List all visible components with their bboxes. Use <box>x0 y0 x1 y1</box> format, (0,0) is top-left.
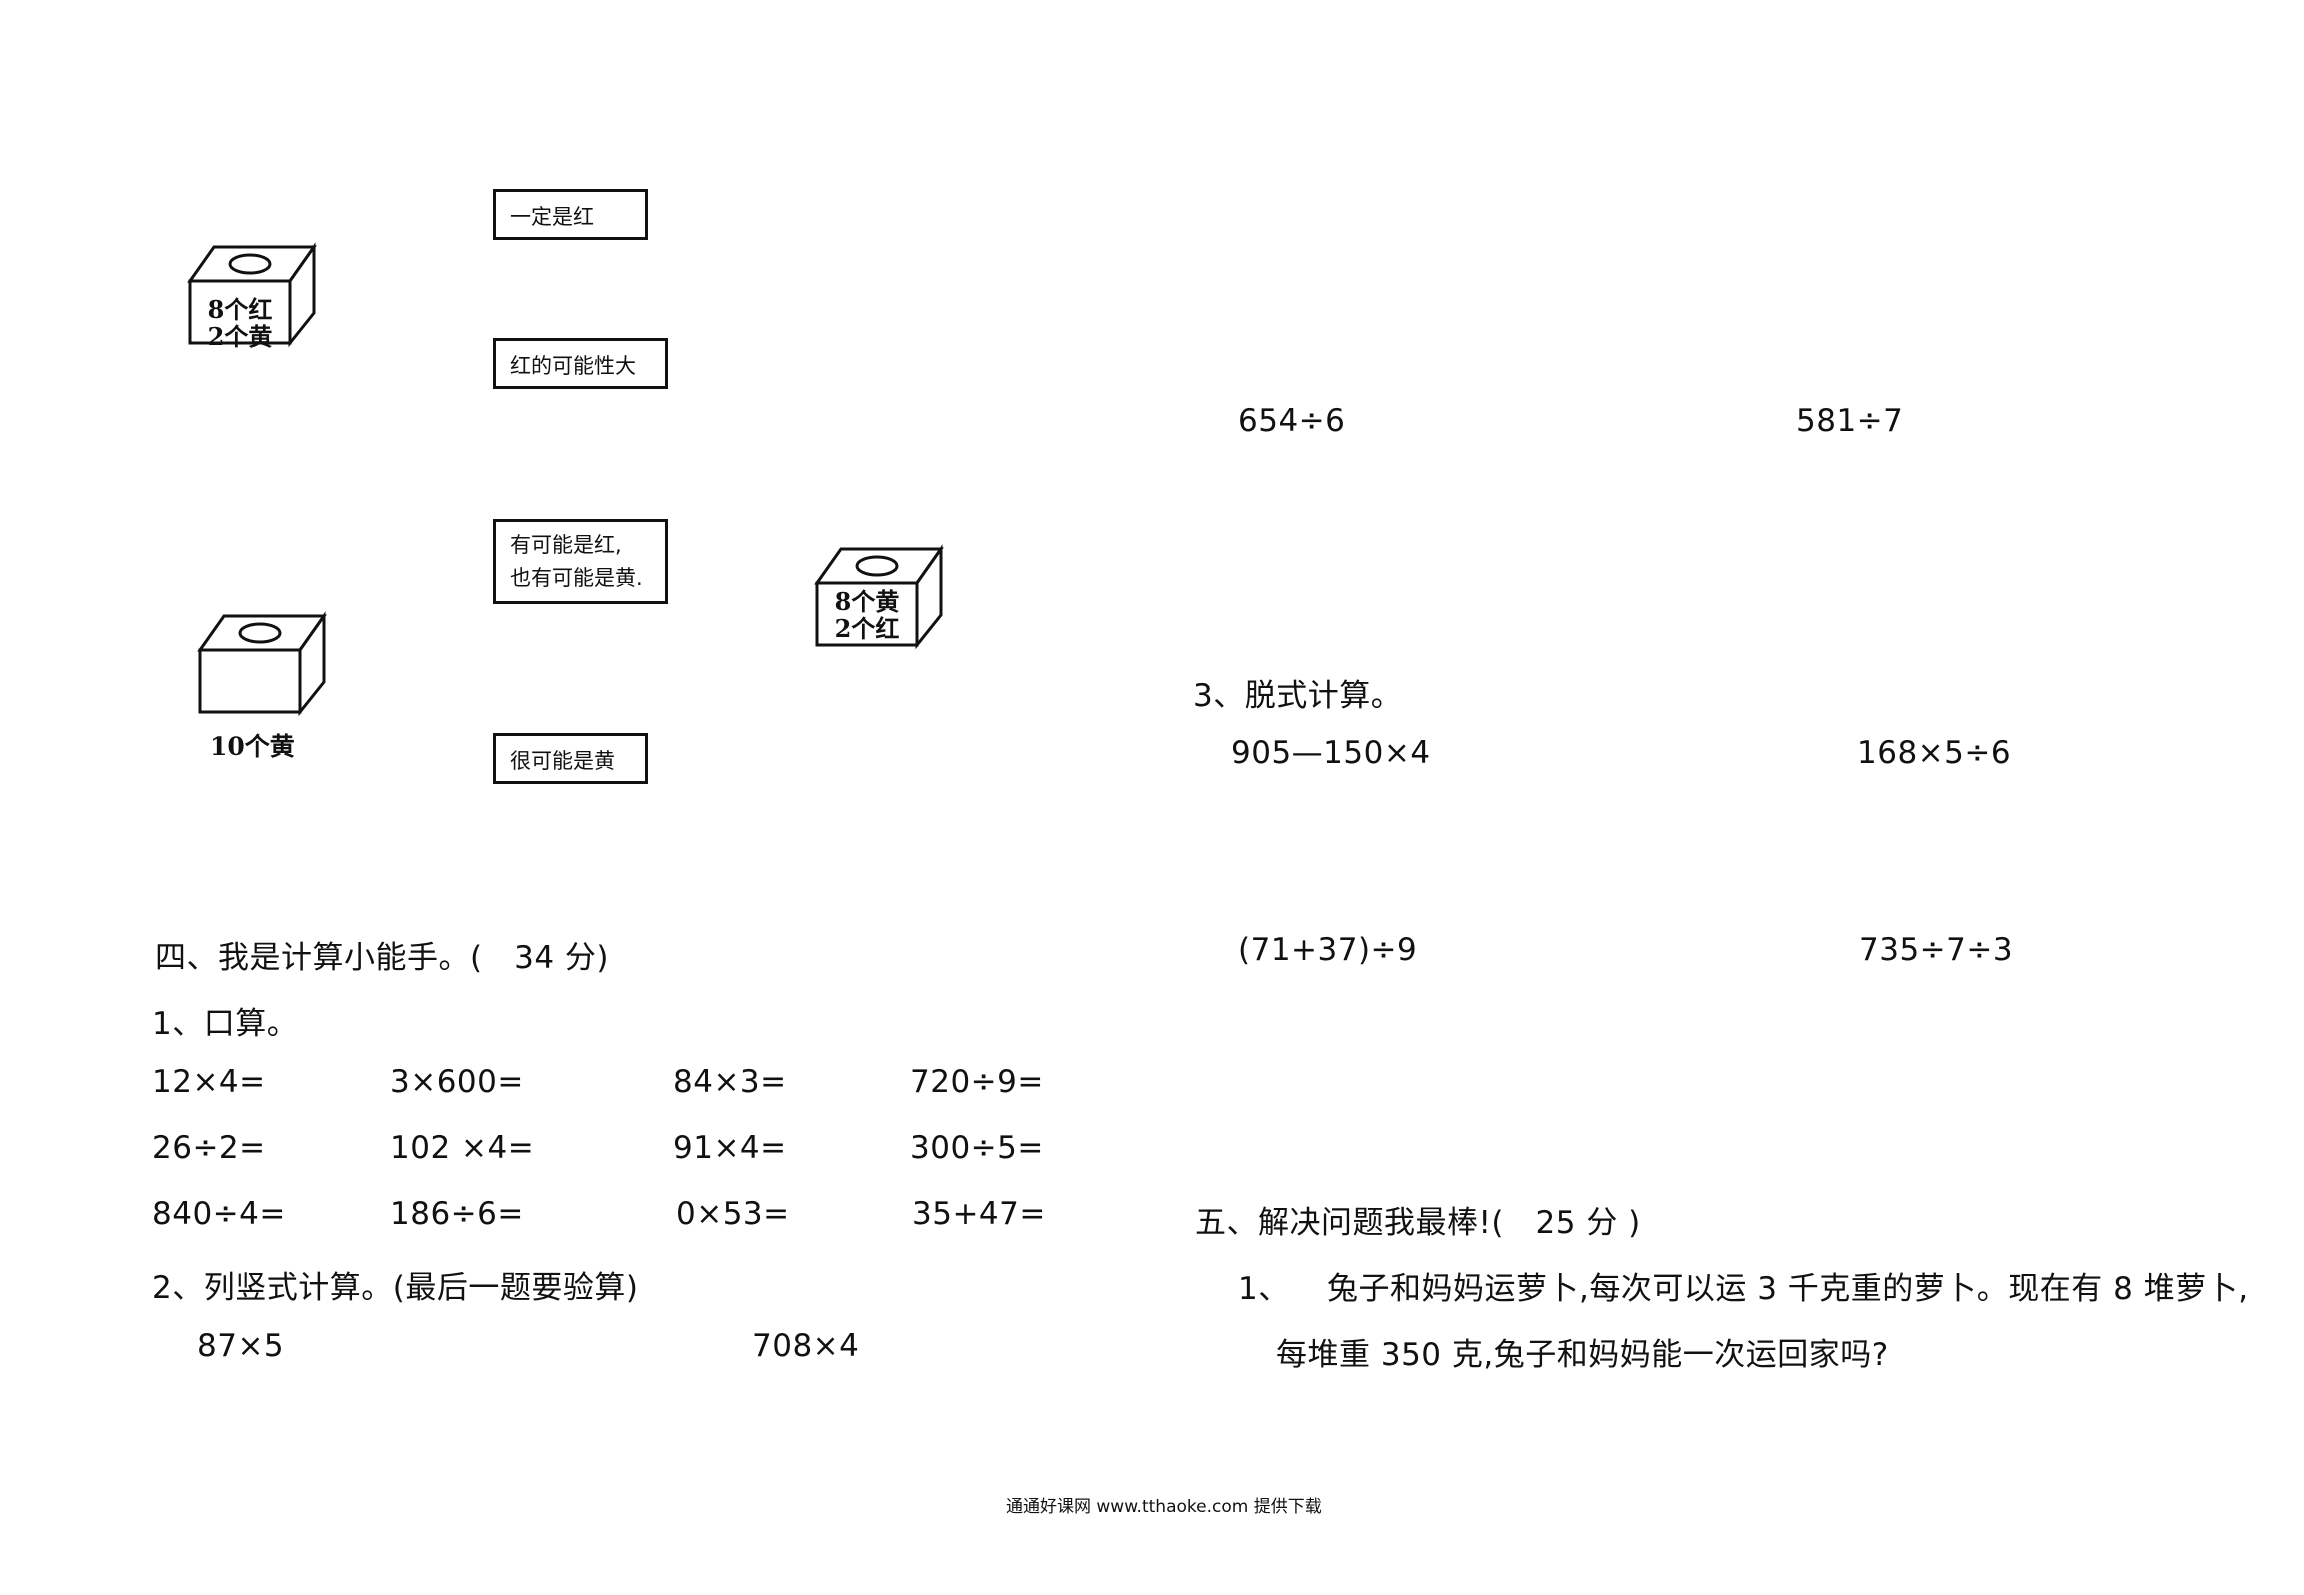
oral-problem: 720÷9= <box>910 1064 1044 1100</box>
problem-1-line-1: 兔子和妈妈运萝卜,每次可以运 3 千克重的萝卜。现在有 8 堆萝卜, <box>1327 1271 2249 1307</box>
oral-problem: 35+47= <box>912 1196 1046 1232</box>
oral-problem: 840÷4= <box>152 1196 286 1232</box>
option-red-more-likely: 红的可能性大 <box>493 338 668 389</box>
option-likely-yellow: 很可能是黄 <box>493 733 648 784</box>
stepwise-problem: 168×5÷6 <box>1857 735 2012 771</box>
stepwise-calc-heading: 3、脱式计算。 <box>1193 678 1403 714</box>
stepwise-problem: 905—150×4 <box>1231 735 1431 771</box>
box-all-yellow <box>197 611 327 717</box>
footer-credit: 通通好课网 www.tthaoke.com 提供下载 <box>1006 1497 1322 1517</box>
option-maybe-red-or-yellow: 有可能是红, 也有可能是黄. <box>493 519 668 604</box>
oral-problem: 84×3= <box>673 1064 787 1100</box>
vertical-problem: 87×5 <box>197 1328 285 1364</box>
option-certainly-red: 一定是红 <box>493 189 648 240</box>
section-5-title: 五、解决问题我最棒!( 25 分 ) <box>1195 1205 1641 1241</box>
oral-problem: 12×4= <box>152 1064 266 1100</box>
vertical-problem: 708×4 <box>752 1328 860 1364</box>
stepwise-problem: (71+37)÷9 <box>1238 932 1418 968</box>
section-4-title: 四、我是计算小能手。( 34 分) <box>155 940 609 976</box>
problem-1-number: 1、 <box>1238 1271 1290 1307</box>
stepwise-problem: 735÷7÷3 <box>1859 932 2014 968</box>
oral-problem: 186÷6= <box>390 1196 524 1232</box>
oral-problem: 26÷2= <box>152 1130 266 1166</box>
vertical-problem: 581÷7 <box>1796 403 1904 439</box>
oral-problem: 300÷5= <box>910 1130 1044 1166</box>
box-1-contents: 8个红 2个黄 <box>207 295 273 351</box>
oral-problem: 91×4= <box>673 1130 787 1166</box>
box-3-contents: 8个黄 2个红 <box>834 587 900 643</box>
oral-problem: 3×600= <box>390 1064 524 1100</box>
box-2-label: 10个黄 <box>210 732 295 761</box>
problem-1-line-2: 每堆重 350 克,兔子和妈妈能一次运回家吗? <box>1276 1337 1889 1373</box>
oral-calc-heading: 1、口算。 <box>152 1006 299 1042</box>
vertical-problem: 654÷6 <box>1238 403 1346 439</box>
oral-problem: 102 ×4= <box>390 1130 535 1166</box>
oral-problem: 0×53= <box>676 1196 790 1232</box>
vertical-calc-heading: 2、列竖式计算。(最后一题要验算) <box>152 1270 639 1306</box>
box-red-majority <box>187 242 317 348</box>
box-yellow-majority <box>814 544 944 650</box>
